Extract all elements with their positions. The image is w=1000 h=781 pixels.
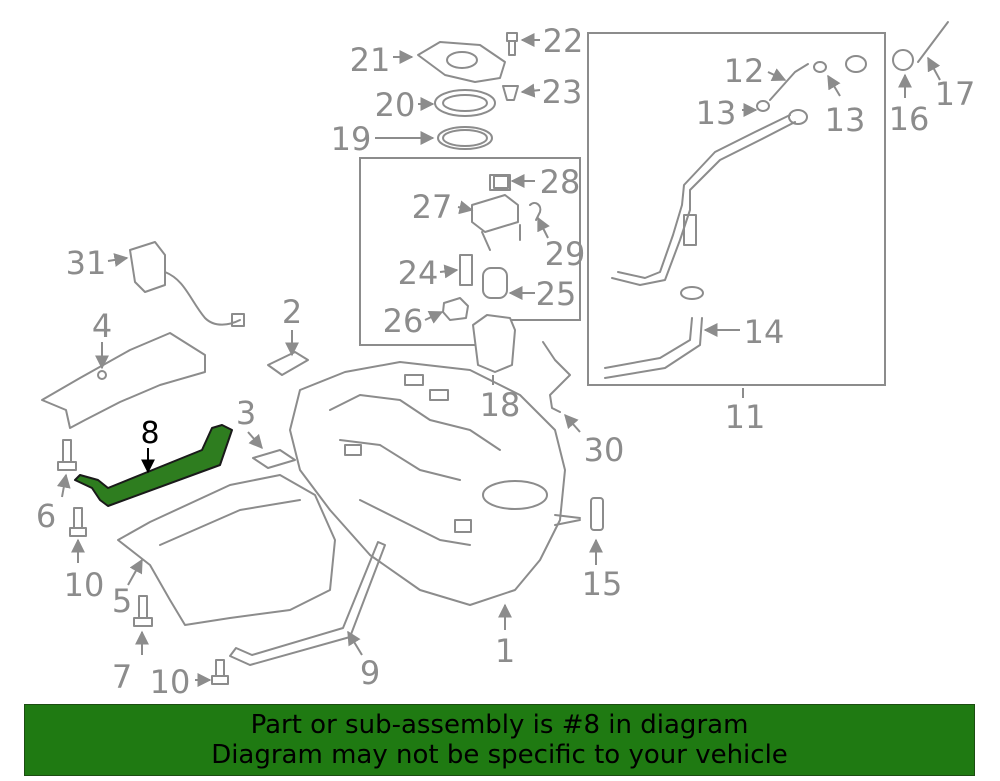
screw-part-22: [506, 32, 518, 56]
callout-24: 24: [398, 254, 439, 292]
filter-part-25: [482, 267, 508, 299]
callout-23: 23: [542, 73, 583, 111]
tether-part-17: [917, 21, 949, 63]
callout-6: 6: [36, 497, 56, 535]
callout-1: 1: [495, 632, 515, 670]
sensor-part-31: [129, 241, 245, 327]
banner-line-2: Diagram may not be specific to your vehi…: [211, 740, 788, 770]
fuel-tank-part: [289, 361, 581, 606]
bolt-part-10a: [69, 507, 87, 537]
callout-29: 29: [545, 235, 586, 273]
cap-part-16: [892, 49, 914, 71]
tank-shield-part-5: [117, 474, 336, 626]
valve-part-15: [590, 497, 604, 531]
callout-10b: 10: [150, 663, 191, 700]
callout-18: 18: [480, 386, 521, 424]
pump-module-part-27: [471, 174, 521, 251]
hose-part-12: [769, 63, 809, 101]
callout-2: 2: [282, 293, 302, 331]
filler-neck-part-11: [611, 109, 808, 286]
callout-26: 26: [383, 302, 424, 340]
callout-25: 25: [536, 275, 577, 313]
callout-21: 21: [350, 41, 391, 79]
callout-5: 5: [112, 582, 132, 620]
filler-neck-group-box: [587, 32, 886, 386]
callout-16: 16: [889, 100, 930, 138]
exploded-parts-diagram: 8 1 2 3 4 5 6 7 9 10 10 11 12 13 13 14 1…: [36, 21, 976, 700]
callout-14: 14: [744, 313, 785, 351]
callout-20: 20: [375, 86, 416, 124]
callout-13a: 13: [696, 94, 737, 132]
clip-part-29: [529, 202, 542, 221]
callout-3: 3: [236, 394, 256, 432]
bolt-part-7: [133, 595, 153, 627]
bolt-part-6: [57, 439, 77, 471]
pad-part-3: [252, 449, 296, 469]
callout-22: 22: [543, 22, 584, 60]
callout-28: 28: [540, 163, 581, 201]
callout-12: 12: [724, 52, 765, 90]
hose-part-14: [604, 286, 704, 379]
callout-27: 27: [412, 188, 453, 226]
pump-part-24: [459, 254, 473, 286]
callout-9: 9: [360, 654, 380, 692]
callout-4: 4: [92, 307, 112, 345]
strap-part-8-highlighted: [74, 424, 233, 507]
vehicle-fit-banner: Part or sub-assembly is #8 in diagram Di…: [24, 704, 975, 776]
callout-8: 8: [140, 416, 159, 451]
callout-10a: 10: [64, 566, 105, 604]
clamp-part-13b: [813, 55, 867, 73]
callout-labels: 8 1 2 3 4 5 6 7 9 10 10 11 12 13 13 14 1…: [36, 22, 976, 700]
strap-part-9: [229, 541, 386, 666]
callout-7: 7: [112, 658, 132, 696]
pad-part-2: [267, 351, 309, 376]
callout-13b: 13: [825, 101, 866, 139]
callout-19: 19: [331, 120, 372, 158]
sensor-part-28: [493, 175, 509, 189]
reservoir-part-18: [472, 314, 516, 373]
regulator-part-26: [442, 297, 469, 321]
cover-part-21: [417, 41, 506, 83]
ring-part-20: [434, 89, 496, 117]
callout-31: 31: [66, 244, 107, 282]
callout-17: 17: [935, 75, 976, 113]
leader-lines: [56, 33, 941, 687]
clip-part-23: [502, 85, 519, 101]
gasket-part-19: [437, 126, 493, 150]
harness-part-30: [542, 341, 571, 413]
bolt-part-10b: [211, 659, 229, 685]
callout-11: 11: [725, 398, 766, 436]
clamp-part-13a: [756, 100, 770, 112]
callout-30: 30: [584, 431, 625, 469]
callout-15: 15: [582, 565, 623, 603]
heat-shield-part-4: [41, 332, 206, 429]
banner-line-1: Part or sub-assembly is #8 in diagram: [250, 710, 749, 740]
